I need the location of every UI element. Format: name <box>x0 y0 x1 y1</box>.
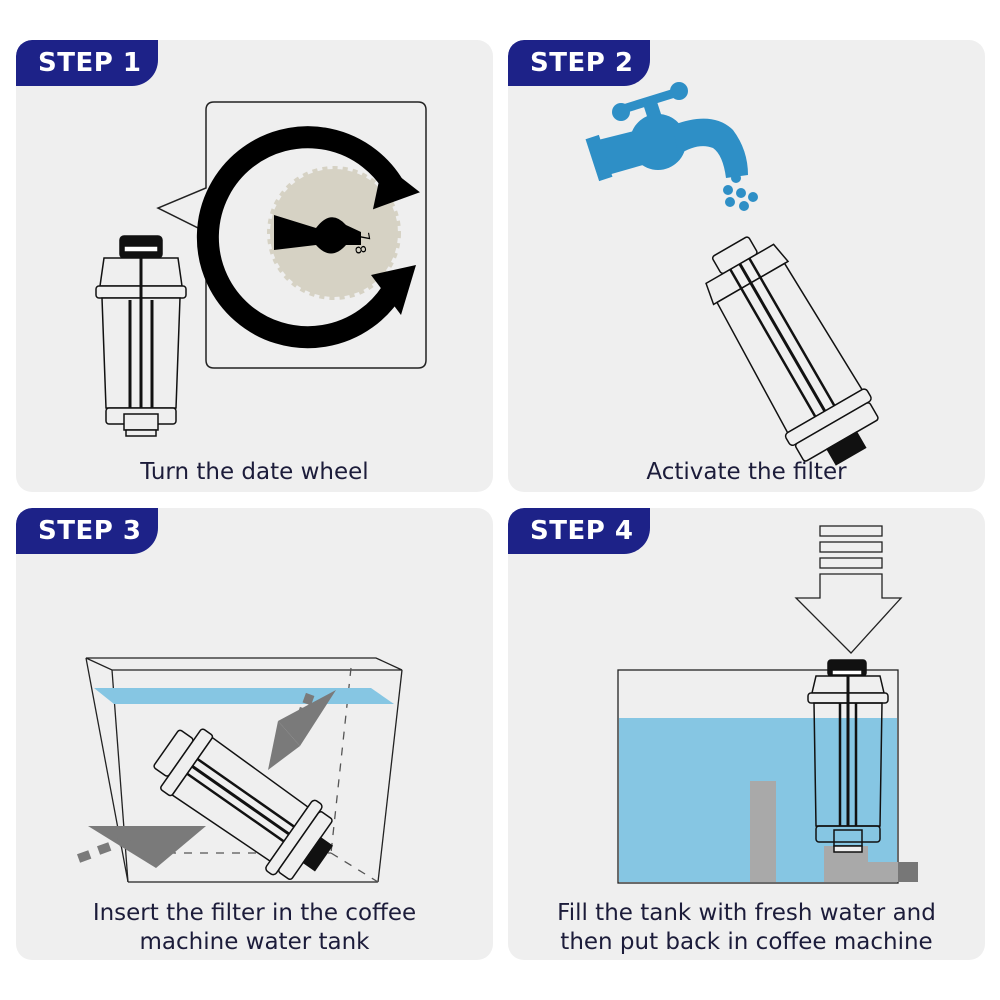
step-caption: Fill the tank with fresh water and then … <box>508 899 985 957</box>
filter-cartridge-icon <box>153 728 334 880</box>
caption-line-1: Fill the tank with fresh water and <box>557 900 936 926</box>
step-4-panel: STEP 4 Fill the tank with fresh water an… <box>508 508 985 960</box>
down-arrow-icon <box>794 525 903 654</box>
step-badge: STEP 3 <box>16 508 158 554</box>
caption-line-1: Insert the filter in the coffee <box>92 900 417 926</box>
date-wheel-icon: 7 8 <box>267 166 401 300</box>
insert-arrow-icon <box>76 826 206 868</box>
filter-cartridge-icon <box>807 659 889 853</box>
step-2-panel: STEP 2 Activate the filter <box>508 40 985 492</box>
step-caption: Turn the date wheel <box>140 459 369 485</box>
insert-arrow-icon <box>268 690 336 770</box>
filter-cartridge-icon <box>705 236 879 466</box>
insert-filter-illustration <box>76 657 403 883</box>
water-drops-icon <box>723 173 758 211</box>
water-tap-icon <box>585 82 748 182</box>
step-badge: STEP 1 <box>16 40 158 86</box>
step-1-panel: 7 8 STEP 1 Turn the date wheel <box>16 40 493 492</box>
water-level <box>94 688 394 704</box>
svg-text:8: 8 <box>351 244 368 256</box>
caption-line-2: then put back in coffee machine <box>560 929 933 955</box>
step-caption: Activate the filter <box>646 459 847 485</box>
step-badge: STEP 4 <box>508 508 650 554</box>
fill-tank-illustration <box>617 525 918 884</box>
step-3-panel: STEP 3 Insert the filter in the coffee m… <box>16 508 493 960</box>
rotate-arrow-icon <box>196 126 420 349</box>
filter-cartridge-icon <box>95 235 187 437</box>
svg-text:7: 7 <box>355 231 372 243</box>
step-caption: Insert the filter in the coffee machine … <box>16 899 493 957</box>
date-wheel-illustration: 7 8 <box>95 101 427 437</box>
activate-filter-illustration <box>585 82 879 466</box>
step-badge: STEP 2 <box>508 40 650 86</box>
caption-line-2: machine water tank <box>139 929 370 955</box>
